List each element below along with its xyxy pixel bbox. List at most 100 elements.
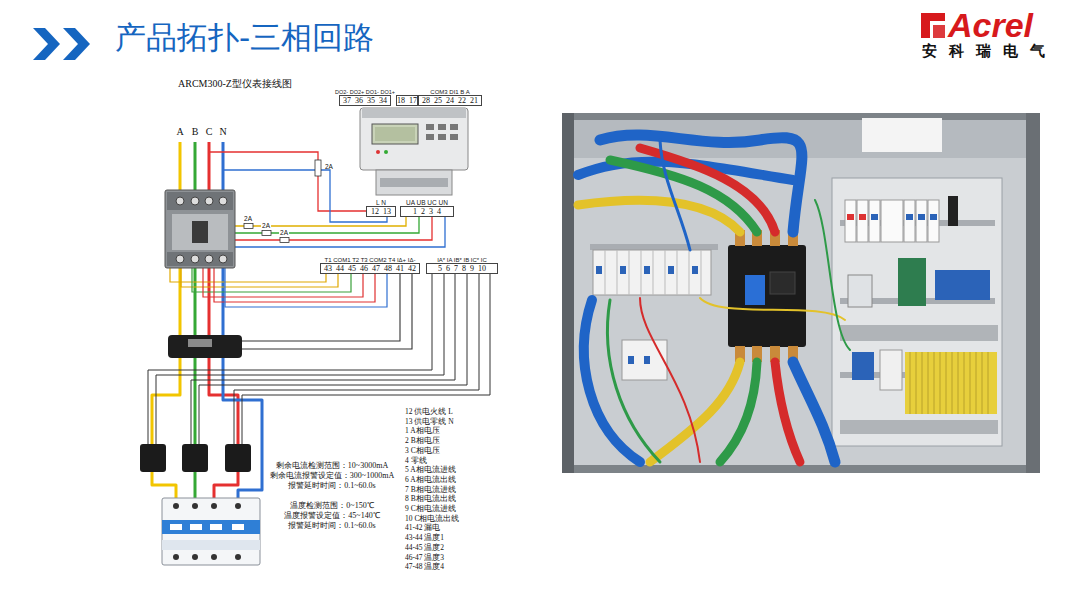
miniature-breaker bbox=[162, 540, 260, 550]
phase-label: C bbox=[206, 127, 213, 137]
cabinet-photo bbox=[640, 298, 700, 462]
terminal-key: 47-48 温度4 bbox=[405, 563, 444, 571]
terminal-key: 41-42 漏电 bbox=[405, 524, 440, 532]
spec-note: 温度检测范围：0~150℃ bbox=[290, 502, 373, 510]
circuit-breaker bbox=[167, 252, 233, 266]
circuit-breaker bbox=[205, 255, 213, 263]
current-transformer bbox=[182, 444, 208, 472]
cabinet-photo bbox=[720, 362, 757, 462]
meter-device bbox=[372, 124, 418, 144]
circuit-breaker bbox=[219, 197, 227, 205]
miniature-breaker bbox=[211, 554, 217, 560]
spec-note: 剩余电流报警设定值：300~1000mA bbox=[270, 472, 394, 480]
fuse-rating: 2A bbox=[279, 230, 289, 237]
cabinet-photo bbox=[928, 200, 939, 242]
terminal-block: COM3 DI1 B A28 25 24 22 21 bbox=[418, 95, 482, 106]
terminal-block: IA* IA IB* IB IC* IC5 6 7 8 9 10 bbox=[426, 263, 498, 274]
voltage-wires bbox=[232, 217, 445, 247]
meter-device bbox=[376, 170, 452, 195]
power-wires bbox=[223, 170, 387, 222]
diagram-title: ARCM300-Z型仪表接线图 bbox=[178, 79, 292, 89]
cabinet-photo bbox=[745, 275, 765, 305]
current-wires bbox=[242, 274, 490, 444]
voltage-wires bbox=[232, 217, 432, 240]
current-transformer bbox=[225, 444, 251, 472]
logo-icon bbox=[921, 13, 945, 38]
miniature-breaker bbox=[173, 554, 179, 560]
terminal-header: IA* IA IB* IB IC* IC bbox=[437, 257, 487, 263]
cabinet-photo bbox=[906, 214, 913, 220]
phase-label: A bbox=[176, 127, 183, 137]
cabinet-photo bbox=[904, 200, 915, 242]
miniature-breaker bbox=[211, 503, 217, 509]
current-wires bbox=[148, 274, 490, 444]
cabinet-photo bbox=[644, 356, 650, 364]
circuit-breaker bbox=[165, 190, 235, 268]
miniature-breaker bbox=[173, 503, 179, 509]
meter-device bbox=[426, 134, 434, 140]
meter-device bbox=[426, 124, 434, 130]
meter-device bbox=[380, 178, 448, 187]
cabinet-photo bbox=[948, 196, 958, 226]
spec-note: 温度报警设定值：45~140℃ bbox=[284, 512, 379, 520]
meter-device bbox=[384, 150, 388, 154]
terminal-key: 10 C相电流出线 bbox=[405, 515, 459, 523]
miniature-breaker bbox=[162, 498, 260, 565]
terminal-header: DO2- DO2+ DO1- DO1+ bbox=[335, 90, 395, 96]
terminal-key: 3 C相电压 bbox=[405, 447, 440, 455]
terminal-key: 12 供电火线 L bbox=[405, 408, 453, 416]
cabinet-photo bbox=[935, 270, 990, 300]
terminal-block: UA UB UC UN1 2 3 4 bbox=[400, 206, 454, 217]
cabinet-photo bbox=[857, 200, 868, 242]
spec-note: 报警延时时间：0.1~60.0s bbox=[288, 482, 375, 490]
title-chevrons bbox=[33, 28, 60, 60]
cabinet-photo bbox=[898, 258, 926, 306]
cabinet-photo bbox=[848, 275, 872, 307]
cabinet-photo bbox=[728, 245, 806, 347]
logo-icon bbox=[921, 13, 945, 38]
voltage-wires bbox=[232, 217, 406, 226]
cabinet-photo bbox=[668, 266, 674, 274]
current-transformer bbox=[140, 444, 251, 472]
circuit-breaker bbox=[165, 190, 235, 268]
cabinet-photo bbox=[930, 214, 937, 220]
fuse-symbol bbox=[262, 231, 271, 236]
current-wires bbox=[234, 274, 479, 444]
terminal-block: T1 COM1 T2 T3 COM2 T4 IΔ+ IΔ-43 44 45 46… bbox=[320, 263, 420, 274]
spec-note: 报警延时时间：0.1~60.0s bbox=[288, 522, 375, 530]
miniature-breaker bbox=[235, 554, 241, 560]
circuit-breaker bbox=[172, 214, 228, 250]
cabinet-photo bbox=[845, 200, 856, 242]
fuse-symbol bbox=[244, 160, 321, 243]
cabinet-photo bbox=[700, 298, 845, 320]
terminal-key: 44-45 温度2 bbox=[405, 544, 444, 552]
circuit-breaker bbox=[191, 255, 199, 263]
cabinet-photo bbox=[578, 135, 850, 462]
cabinet-photo bbox=[840, 420, 998, 434]
meter-device bbox=[360, 108, 468, 170]
terminal-numbers: 5 6 7 8 9 10 bbox=[427, 264, 497, 273]
miniature-breaker bbox=[192, 503, 198, 509]
terminal-numbers: 43 44 45 46 47 48 41 42 bbox=[321, 264, 419, 273]
miniature-breaker bbox=[170, 524, 182, 530]
cabinet-photo bbox=[918, 214, 925, 220]
terminal-key: 9 C相电流进线 bbox=[405, 505, 456, 513]
fuse-symbol bbox=[244, 224, 253, 229]
miniature-breaker bbox=[232, 524, 244, 530]
circuit-breaker bbox=[167, 192, 233, 210]
meter-device bbox=[360, 108, 468, 195]
circuit-breaker bbox=[191, 197, 199, 205]
cabinet-photo bbox=[859, 214, 866, 220]
terminal-numbers: 37 36 35 34 bbox=[340, 96, 390, 105]
cabinet-photo bbox=[770, 272, 795, 294]
cabinet-photo bbox=[881, 200, 903, 242]
terminal-header: L N bbox=[376, 200, 386, 207]
terminal-key: 8 B相电流出线 bbox=[405, 495, 456, 503]
terminal-key: 4 零线 bbox=[405, 457, 427, 465]
circuit-breaker bbox=[176, 255, 184, 263]
miniature-breaker bbox=[235, 503, 241, 509]
leakage-transformer bbox=[168, 335, 242, 358]
miniature-breaker bbox=[210, 524, 222, 530]
meter-device bbox=[438, 124, 446, 130]
